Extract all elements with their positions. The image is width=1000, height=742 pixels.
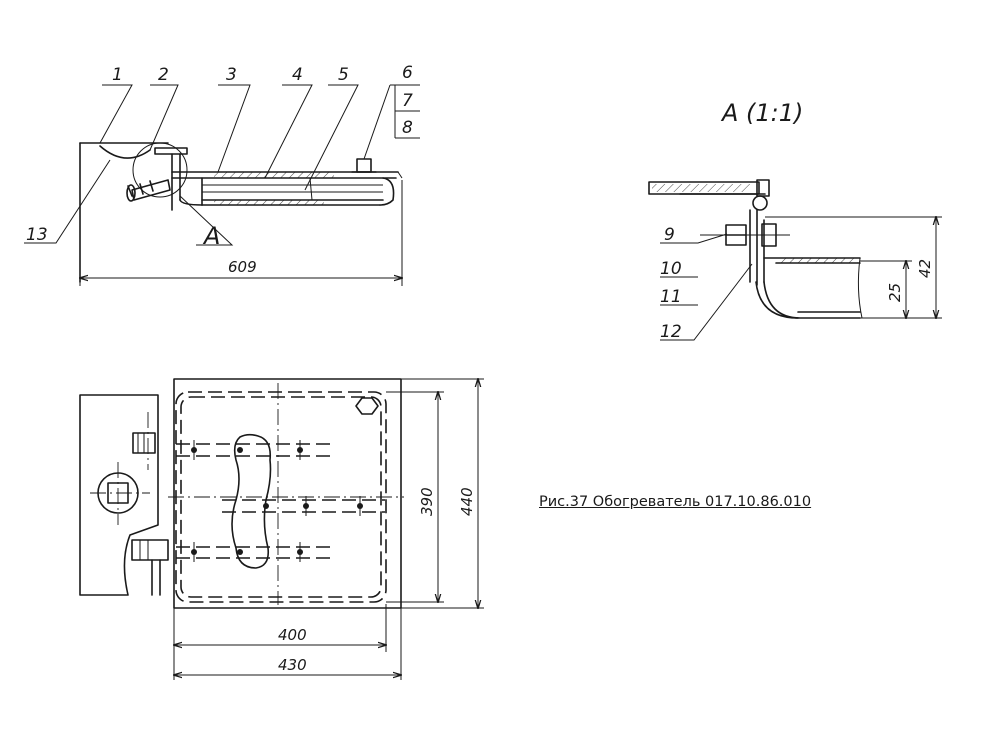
callout-9: 9 (664, 225, 675, 245)
detail-view-a (648, 179, 942, 341)
dim-width-outer: 430 (278, 656, 307, 674)
dim-width-inner: 400 (278, 626, 307, 644)
callout-5: 5 (338, 65, 349, 85)
plan-view (79, 379, 484, 680)
dim-height-outer: 440 (458, 487, 476, 516)
dim-detail-42: 42 (916, 259, 934, 278)
dim-detail-25: 25 (886, 283, 904, 302)
side-view (24, 84, 420, 286)
callout-2: 2 (158, 65, 169, 85)
dim-height-inner: 390 (418, 487, 436, 516)
bolt-marks (191, 440, 363, 562)
callout-10: 10 (660, 259, 682, 279)
callout-1: 1 (112, 65, 123, 85)
callout-13: 13 (26, 225, 48, 245)
dim-length-total: 609 (228, 258, 257, 276)
callout-7: 7 (402, 91, 413, 111)
callout-3: 3 (226, 65, 237, 85)
callout-8: 8 (402, 118, 413, 138)
callout-6: 6 (402, 63, 413, 83)
detail-title: A (1:1) (720, 99, 803, 127)
view-marker-a: A (202, 222, 220, 250)
callout-11: 11 (660, 287, 682, 307)
callout-4: 4 (292, 65, 303, 85)
callout-12: 12 (660, 322, 682, 342)
figure-caption: Рис.37 Обогреватель 017.10.86.010 (539, 494, 812, 510)
